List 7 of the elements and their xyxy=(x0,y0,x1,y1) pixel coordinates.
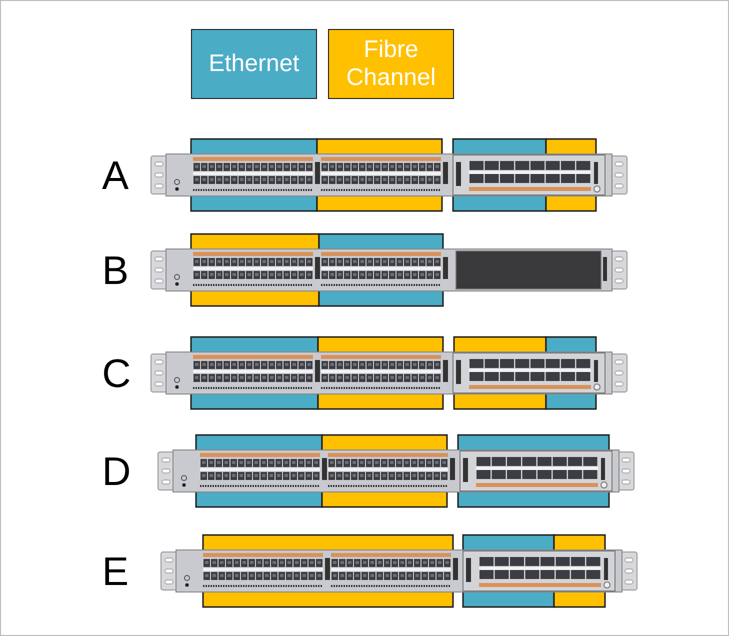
legend-label: Fibre Channel xyxy=(345,36,437,92)
row-label: C xyxy=(102,354,131,394)
row-label: D xyxy=(102,452,131,492)
row-label: A xyxy=(102,156,129,196)
row-label: E xyxy=(102,552,129,592)
row-label: B xyxy=(102,251,129,291)
legend-label: Ethernet xyxy=(208,50,300,78)
